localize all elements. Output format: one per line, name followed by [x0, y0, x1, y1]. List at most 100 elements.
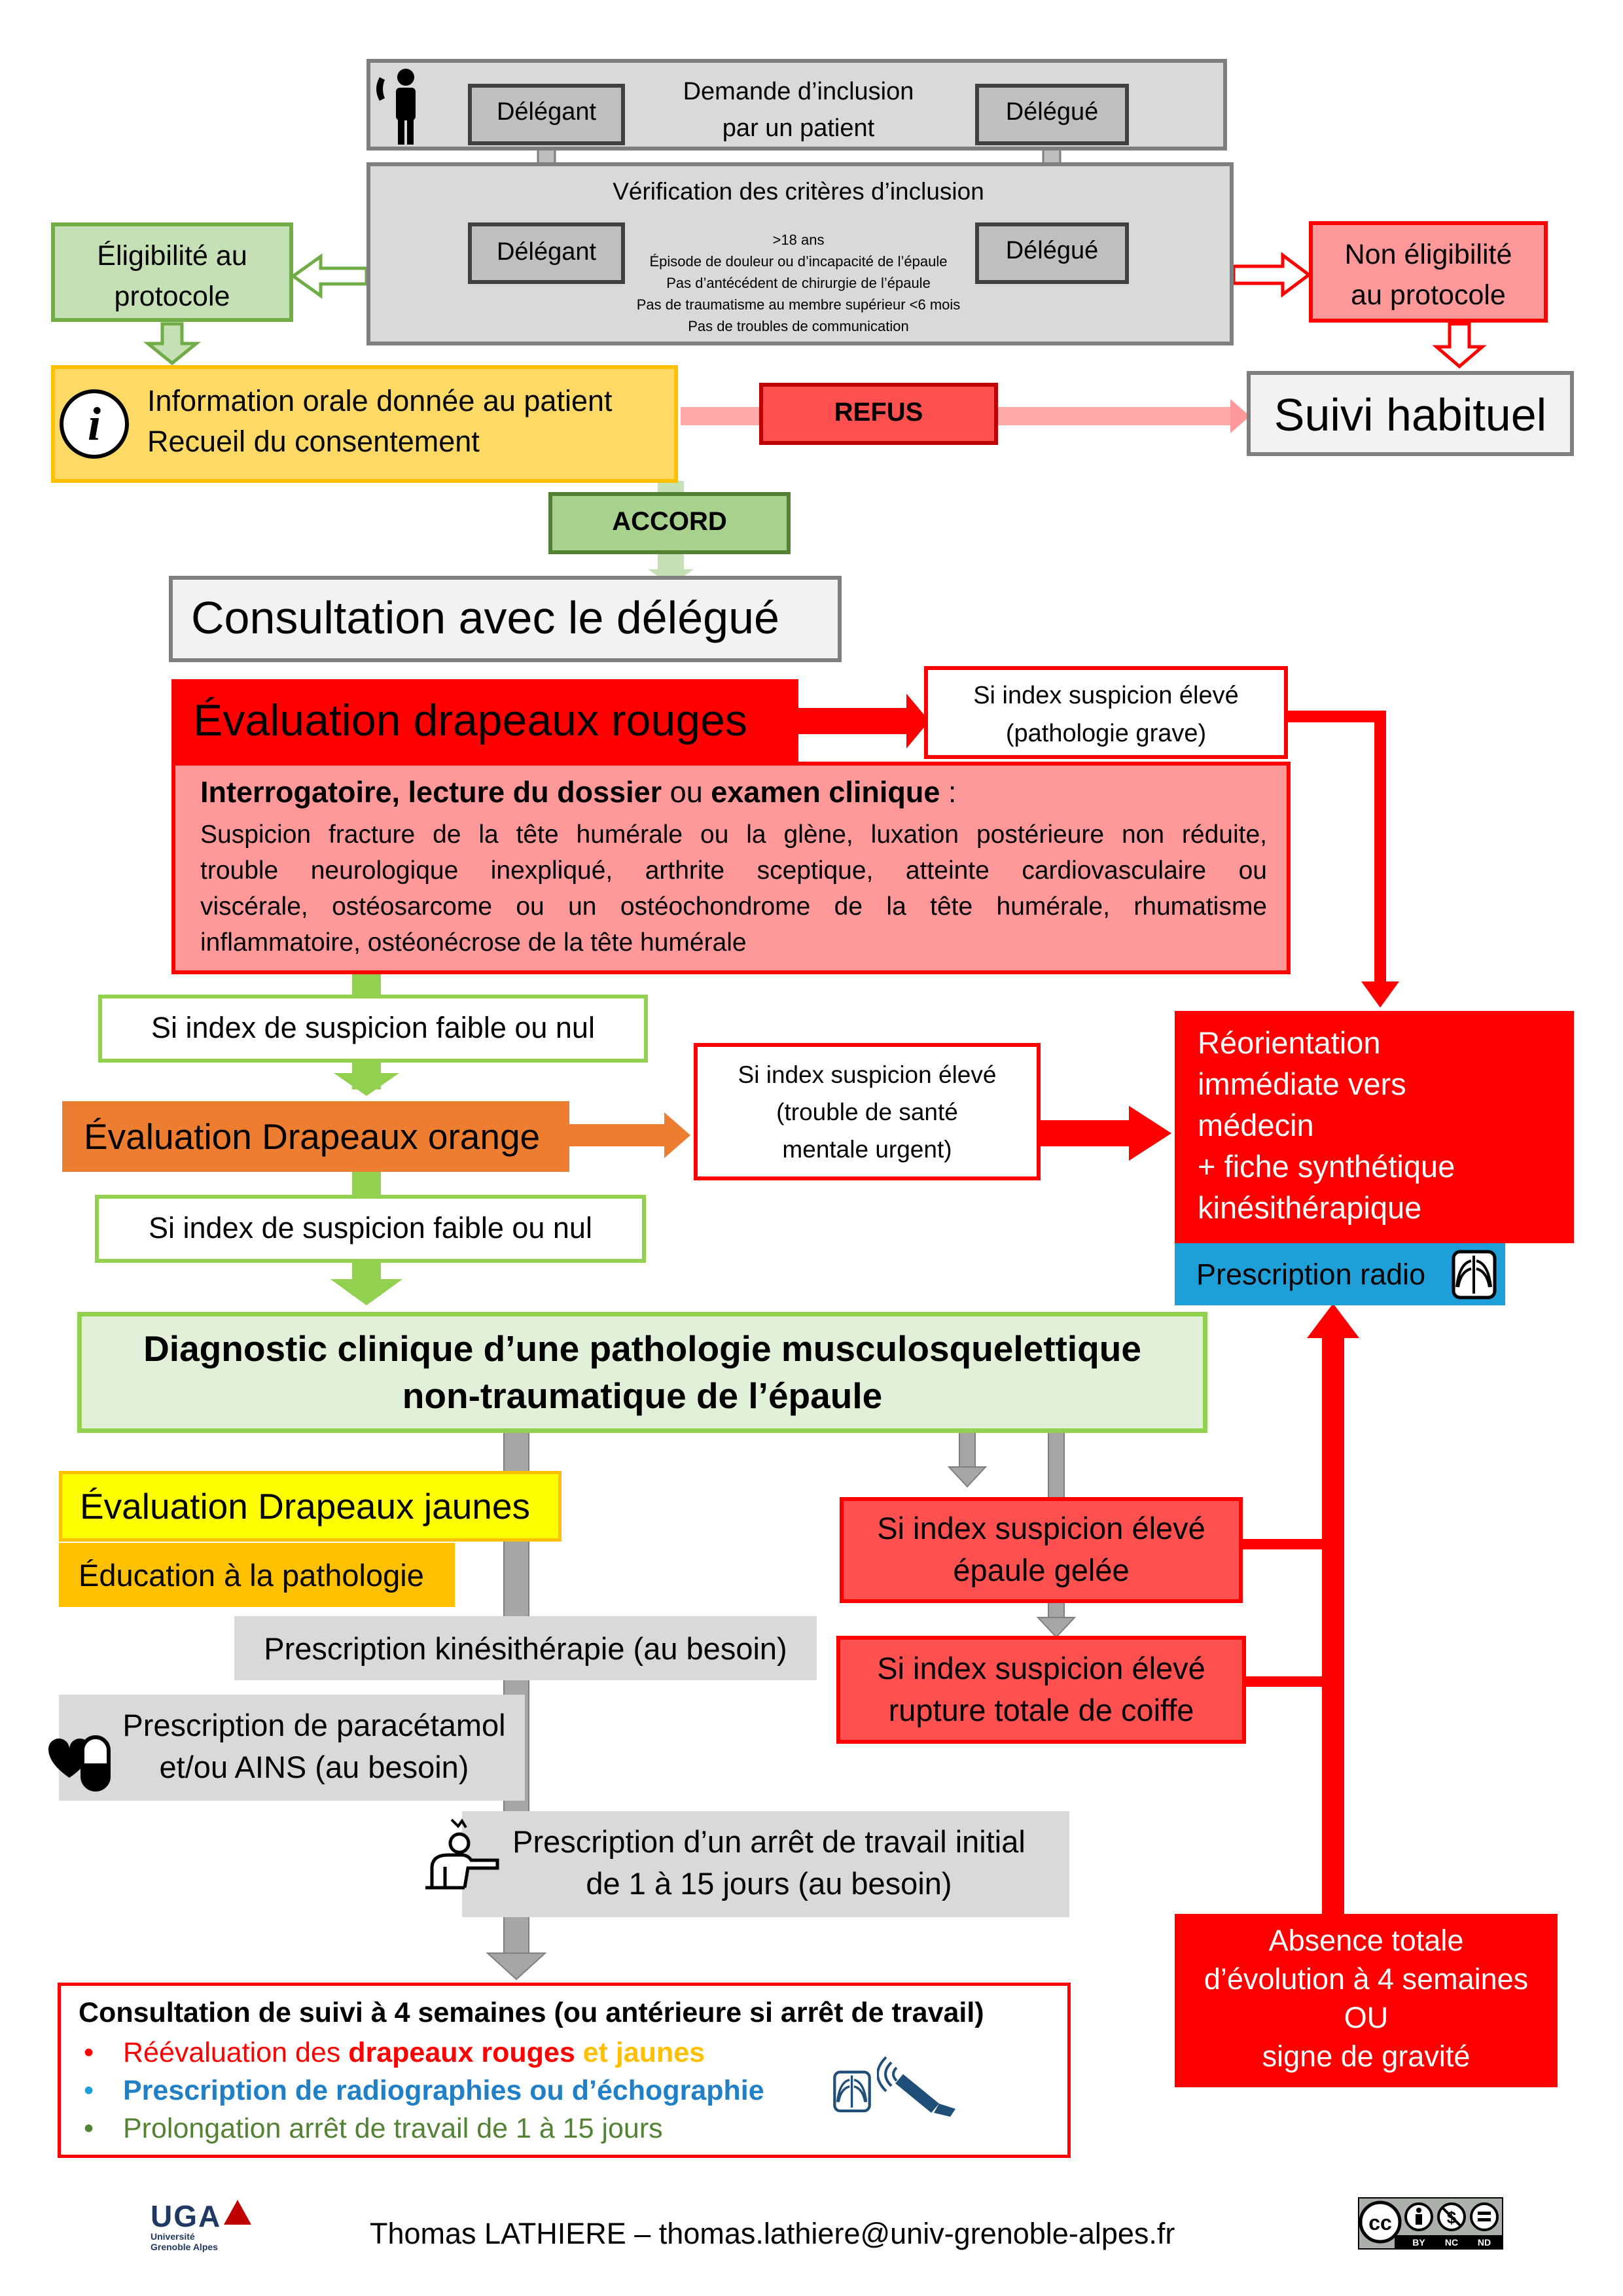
- low-suspicion-label-1: Si index de suspicion faible ou nul: [151, 1011, 595, 1044]
- pills-icon: [41, 1731, 114, 1796]
- phone-person-icon: [373, 63, 425, 148]
- rupture-box: [836, 1636, 1246, 1744]
- arrow-gray-frozen: [947, 1429, 988, 1488]
- cc-license-badge: cc $ BY NC ND: [1358, 2197, 1503, 2250]
- non-eligibility-box: [1309, 221, 1548, 323]
- delegue-box-1: [975, 84, 1129, 145]
- line-red-frozen: [1240, 1539, 1335, 1549]
- delegant-box-1: [468, 84, 625, 145]
- followup-item-reevaluation: •Réévaluation des drapeaux rouges et jau…: [58, 2034, 764, 2072]
- education-box: [59, 1543, 455, 1607]
- reorientation-box: [1175, 1011, 1574, 1243]
- delegue-label-2: Délégué: [1005, 237, 1099, 264]
- footer-author: Thomas LATHIERE – thomas.lathiere@univ-g…: [370, 2217, 1175, 2250]
- kine-label: Prescription kinésithérapie (au besoin): [264, 1631, 787, 1666]
- xray-chest-icon-2: [830, 2068, 874, 2115]
- accord-label: ACCORD: [612, 507, 727, 536]
- request-title: Demande d’inclusion par un patient: [683, 78, 914, 142]
- consultation-box: [169, 576, 842, 662]
- delegue-label-1: Délégué: [1005, 98, 1099, 126]
- arrow-to-eligibility: [290, 253, 368, 299]
- xray-chest-icon: [1450, 1246, 1499, 1302]
- arrow-eligibility-down: [143, 322, 202, 366]
- svg-text:NC: NC: [1445, 2237, 1458, 2248]
- low-suspicion-box-2: [95, 1195, 646, 1263]
- info-icon: i: [58, 387, 131, 461]
- inclusion-criteria: >18 ans Épisode de douleur ou d’incapaci…: [609, 229, 988, 337]
- frozen-box: [840, 1497, 1243, 1603]
- work-stop-icon: [419, 1816, 504, 1894]
- criterion: Pas de traumatisme au membre supérieur <…: [636, 296, 961, 313]
- arrow-non-eligibility-down: [1432, 322, 1487, 369]
- svg-text:ND: ND: [1478, 2237, 1491, 2248]
- criterion: Épisode de douleur ou d’incapacité de l’…: [649, 253, 948, 270]
- detail-line: inflammatoire, ostéonécrose de la tête h…: [200, 928, 747, 957]
- suivi-habituel-box: [1247, 371, 1574, 456]
- bullet: •: [84, 2037, 94, 2068]
- accord-box: [548, 492, 791, 554]
- low-suspicion-label-2: Si index de suspicion faible ou nul: [149, 1211, 592, 1245]
- kine-box: [234, 1616, 817, 1680]
- eligibility-box: [51, 222, 293, 322]
- orange-high-box: [694, 1043, 1041, 1180]
- followup-title: Consultation de suivi à 4 semaines (ou a…: [79, 1997, 984, 2028]
- criterion: >18 ans: [772, 232, 825, 248]
- orange-high-label: Si index suspicion élevé(trouble de sant…: [738, 1061, 997, 1163]
- yellow-flags-box: [59, 1471, 562, 1542]
- orange-flags-box: [62, 1101, 569, 1172]
- line-red-to-reorientation: [1285, 711, 1399, 1008]
- prescription-radio-label: Prescription radio: [1196, 1258, 1426, 1291]
- detail-line: Suspicion fracture de la tête humérale o…: [200, 821, 1267, 849]
- svg-text:i: i: [88, 398, 101, 450]
- low-suspicion-box-1: [98, 995, 648, 1063]
- red-flags-detail-text: Suspicion fracture de la tête humérale o…: [200, 817, 1267, 961]
- suivi-habituel-label: Suivi habituel: [1274, 389, 1547, 440]
- detail-line: trouble neurologique inexpliqué, arthrit…: [200, 857, 1267, 885]
- arret-label: Prescription d’un arrêt de travail initi…: [512, 1824, 1026, 1901]
- red-flags-high-label: Si index suspicion élevé(pathologie grav…: [973, 682, 1239, 747]
- bullet: •: [84, 2113, 94, 2144]
- arret-box: [462, 1811, 1069, 1917]
- red-flags-title: Évaluation drapeaux rouges: [193, 696, 747, 745]
- criterion: Pas de troubles de communication: [688, 318, 909, 334]
- diagnostic-label: Diagnostic clinique d’une pathologie mus…: [143, 1328, 1141, 1416]
- red-flags-detail-box: [171, 762, 1291, 974]
- line-red-rupture: [1240, 1676, 1335, 1687]
- red-flags-high-box: [924, 666, 1288, 759]
- refus-label: REFUS: [834, 398, 923, 427]
- cc-text: cc: [1368, 2211, 1392, 2234]
- paracetamol-box: [59, 1695, 525, 1801]
- arrow-red-orange-high: [1034, 1106, 1171, 1161]
- detail-line: viscérale, ostéosarcome ou un ostéochond…: [200, 892, 1267, 921]
- arrow-orange: [566, 1112, 690, 1158]
- red-flags-title-box: [171, 679, 798, 763]
- diagnostic-box: [77, 1312, 1207, 1433]
- ultrasound-probe-icon: [876, 2055, 962, 2120]
- arrow-red-up: [1307, 1303, 1359, 1914]
- orange-flags-title: Évaluation Drapeaux orange: [84, 1116, 541, 1157]
- followup-list: •Réévaluation des drapeaux rouges et jau…: [58, 2034, 764, 2147]
- delegue-box-2: [975, 222, 1129, 284]
- followup-item-prolongation: •Prolongation arrêt de travail de 1 à 15…: [58, 2110, 764, 2147]
- delegant-label-2: Délégant: [496, 238, 597, 266]
- arrow-to-non-eligibility: [1232, 252, 1312, 298]
- criterion: Pas d’antécédent de chirurgie de l’épaul…: [666, 275, 931, 291]
- followup-item-radiographies: •Prescription de radiographies ou d’écho…: [58, 2072, 764, 2110]
- uga-logo: UGA Université Grenoble Alpes: [151, 2199, 262, 2257]
- absence-box: [1175, 1914, 1558, 2087]
- information-box: [51, 365, 678, 483]
- red-flags-detail-heading: Interrogatoire, lecture du dossier ou ex…: [200, 775, 957, 809]
- education-label: Éducation à la pathologie: [79, 1558, 424, 1593]
- followup-box: [58, 1983, 1071, 2158]
- refus-box: [759, 383, 998, 445]
- consultation-label: Consultation avec le délégué: [191, 592, 779, 643]
- bullet: •: [84, 2075, 94, 2106]
- arrow-red-high: [798, 694, 929, 749]
